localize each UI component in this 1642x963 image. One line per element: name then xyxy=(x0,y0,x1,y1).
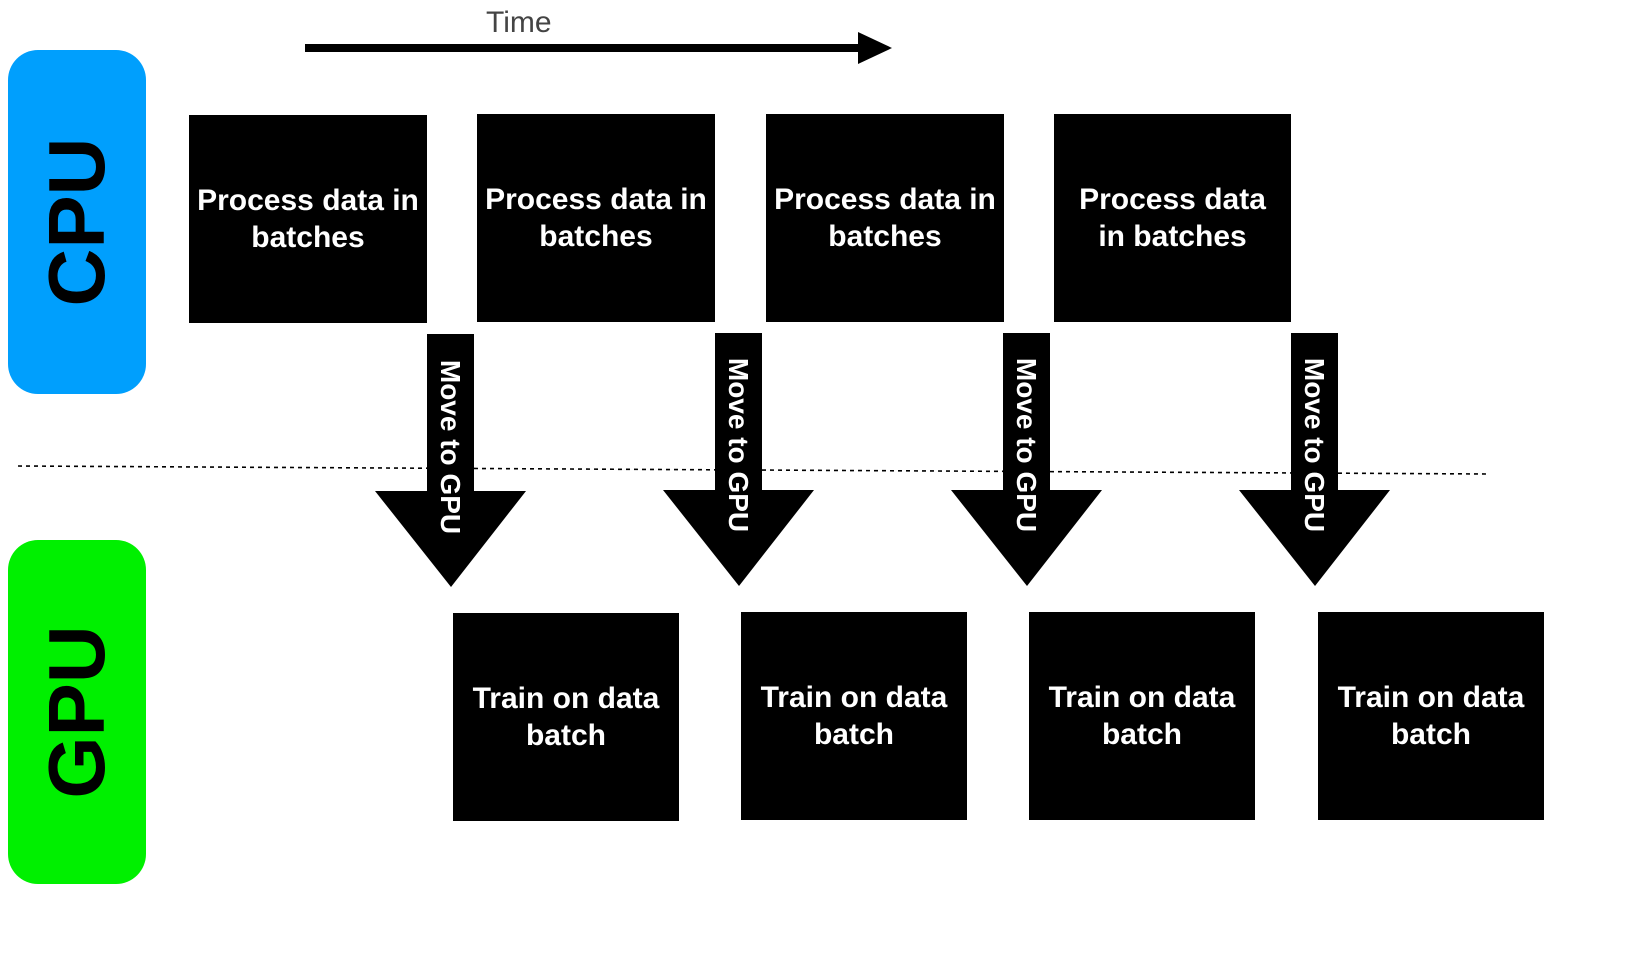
transfer-arrow-3 xyxy=(951,333,1102,586)
gpu-train-text: Train on data batch xyxy=(760,681,948,751)
cpu-process-text: Process data in batches xyxy=(1079,183,1266,253)
gpu-train-text: Train on data batch xyxy=(472,682,660,752)
cpu-lane: CPU xyxy=(8,50,146,394)
gpu-train-box-2: Train on data batch xyxy=(741,612,967,820)
transfer-arrow-4 xyxy=(1239,333,1390,586)
transfer-arrow-2 xyxy=(663,333,814,586)
cpu-process-text: Process data in batches xyxy=(197,184,419,254)
cpu-process-box-3: Process data in batches xyxy=(766,114,1004,322)
gpu-train-box-3: Train on data batch xyxy=(1029,612,1255,820)
transfer-label-4: Move to GPU xyxy=(1299,357,1330,533)
gpu-train-text: Train on data batch xyxy=(1337,681,1525,751)
transfer-label-1: Move to GPU xyxy=(435,359,466,535)
transfer-label-2: Move to GPU xyxy=(723,357,754,533)
cpu-process-box-1: Process data in batches xyxy=(189,115,427,323)
cpu-process-box-4: Process data in batches xyxy=(1054,114,1291,322)
time-label: Time xyxy=(486,6,552,39)
cpu-process-box-2: Process data in batches xyxy=(477,114,715,322)
gpu-lane: GPU xyxy=(8,540,146,884)
gpu-train-text: Train on data batch xyxy=(1048,681,1236,751)
transfer-arrow-1 xyxy=(375,334,526,587)
time-arrow xyxy=(305,32,892,64)
gpu-train-box-4: Train on data batch xyxy=(1318,612,1544,820)
cpu-gpu-divider xyxy=(17,465,1489,475)
gpu-train-box-1: Train on data batch xyxy=(453,613,679,821)
cpu-process-text: Process data in batches xyxy=(774,183,996,253)
cpu-process-text: Process data in batches xyxy=(485,183,707,253)
transfer-label-3: Move to GPU xyxy=(1011,357,1042,533)
